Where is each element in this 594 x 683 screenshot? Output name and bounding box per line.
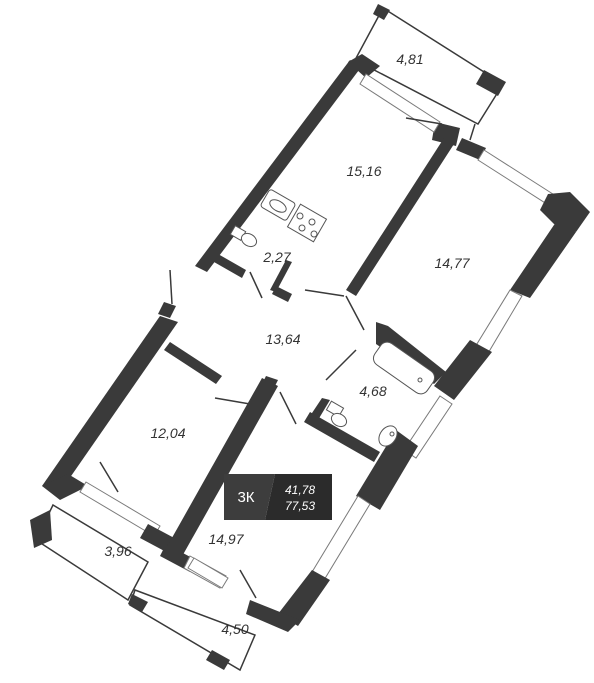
washbasin-icon — [378, 425, 398, 447]
door-swings — [99, 117, 443, 599]
badge-area-bg — [265, 474, 332, 520]
apartment-badge: 3К 41,78 77,53 — [224, 474, 332, 520]
room-left-area: 12,04 — [150, 425, 185, 441]
bathroom-area: 4,68 — [359, 383, 386, 399]
bathtub-icon — [372, 341, 436, 395]
badge-type-bg — [224, 474, 275, 520]
sink-icon — [260, 189, 296, 221]
room-right-area: 14,77 — [434, 255, 470, 271]
bathroom-toilet-icon — [325, 400, 348, 428]
wc-area: 2,27 — [262, 249, 291, 265]
badge-living-area: 41,78 — [285, 483, 315, 497]
toilet-icon — [229, 224, 258, 248]
hall-area: 13,64 — [265, 331, 300, 347]
room-bottom-area: 14,97 — [208, 531, 244, 547]
interior-walls — [164, 138, 454, 560]
balcony-top-area: 4,81 — [396, 51, 423, 67]
stove-icon — [286, 203, 328, 243]
balcony-left-area: 3,96 — [104, 543, 131, 559]
badge-type-label: 3К — [237, 489, 254, 506]
balcony-bottom-area: 4,50 — [221, 621, 248, 637]
balcony-top-outline — [353, 4, 506, 141]
balcony-bottom-outline — [128, 589, 256, 672]
kitchen-area: 15,16 — [346, 163, 381, 179]
badge-total-area: 77,53 — [285, 499, 315, 513]
radiator-icon — [187, 557, 229, 589]
